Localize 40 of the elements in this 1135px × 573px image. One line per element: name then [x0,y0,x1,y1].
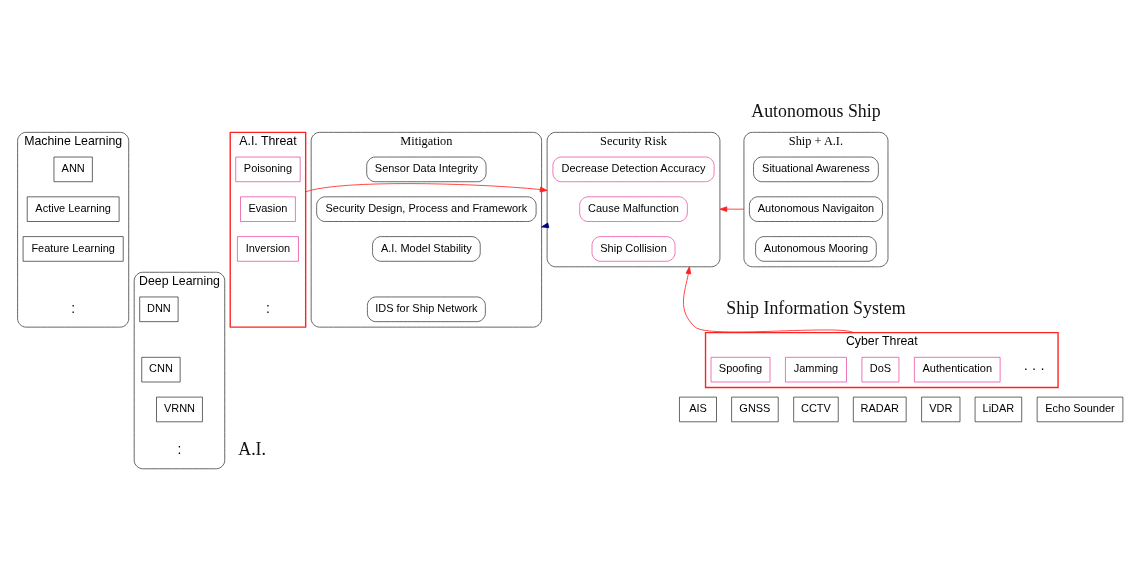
node-box: GNSS [731,396,779,423]
node-box: Jamming [785,356,847,383]
node-box: Decrease Detection Accuracy [552,156,715,183]
node-box: DoS [861,356,900,383]
node-box: Active Learning [26,196,120,222]
node-box: Autonomous Mooring [755,236,877,262]
node-box: CCTV [793,396,839,423]
node-box: Sensor Data Integrity [366,156,487,183]
node-box: DNN [139,296,179,322]
node-box: Cause Malfunction [579,196,688,222]
label: : [177,442,182,458]
node-box: Poisoning [235,156,301,183]
node-box: Inversion [237,236,299,262]
node-box: LiDAR [974,396,1023,423]
node-box: CNN [141,356,181,383]
label: A.I. [238,439,267,460]
node-box: Authentication [914,356,1001,383]
node-box: A.I. Model Stability [372,236,481,262]
label: : [266,300,270,316]
node-box: Evasion [240,196,296,222]
node-box: VRNN [156,396,203,423]
node-box: Feature Learning [22,236,124,262]
node-box: Autonomous Navigaiton [749,196,883,222]
arrow [683,266,855,334]
node-box: Echo Sounder [1036,396,1124,423]
node-box: ANN [53,156,93,183]
label: Autonomous Ship [751,101,881,122]
label: · · · [1023,361,1045,377]
label: Ship Information System [726,297,906,318]
arrow [719,206,745,212]
node-box: Ship Collision [591,236,676,262]
node-box: Situational Awareness [753,156,879,183]
node-box: RADAR [853,396,907,423]
arrow [305,183,548,193]
node-box: AIS [679,396,717,423]
node-box: Security Design, Process and Framework [316,196,537,222]
label: : [71,300,76,316]
node-box: IDS for Ship Network [367,296,486,322]
node-box: Spoofing [710,356,771,383]
node-box: VDR [921,396,961,423]
